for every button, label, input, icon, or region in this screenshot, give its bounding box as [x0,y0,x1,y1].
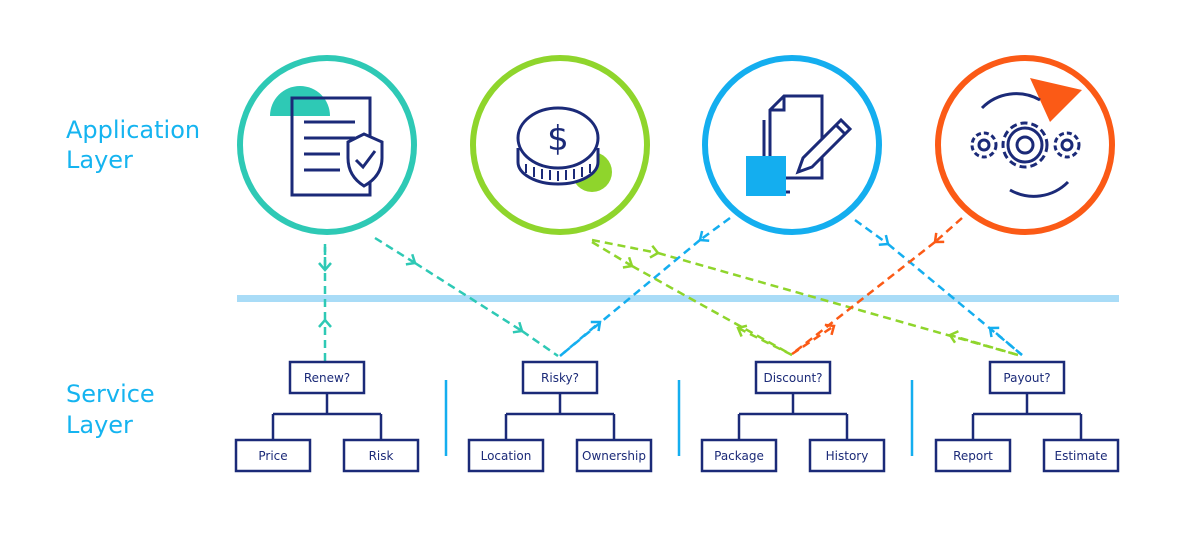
connection-teal-risky [374,236,417,266]
connection-green-discount [631,264,793,357]
application-layer-label: Application Layer [66,116,208,174]
document-pencil-icon [746,94,853,196]
service-child-node[interactable]: Location [467,438,545,473]
service-child-label: Estimate [1054,449,1107,463]
gears-cycle-icon [970,78,1082,198]
service-child-node[interactable]: History [808,438,886,473]
service-question-label: Renew? [304,371,350,385]
connection-green-payout [657,251,1019,357]
connections [318,216,1023,361]
service-child-label: Ownership [582,449,646,463]
connection-green-discount [736,324,793,357]
service-child-label: History [826,449,869,463]
service-layer-label: Service Layer [66,380,162,439]
application-circle-1[interactable] [237,55,417,235]
service-question-label: Discount? [763,371,822,385]
service-child-label: Report [953,449,993,463]
service-child-label: Location [481,449,532,463]
connection-blue-risky [698,216,731,242]
service-question-node[interactable]: Payout? [988,360,1066,395]
connection-orange-discount [791,323,836,356]
service-child-node[interactable]: Report [934,438,1012,473]
application-circle-4[interactable] [935,55,1115,235]
service-question-node[interactable]: Renew? [288,360,366,395]
service-child-node[interactable]: Risk [342,438,420,473]
dollar-coin-icon: $ [516,106,612,192]
service-question-label: Payout? [1003,371,1050,385]
connection-blue-payout [854,218,890,246]
connection-blue-payout [988,326,1023,356]
connection-teal-risky [521,329,559,358]
service-child-label: Price [258,449,287,463]
service-question-node[interactable]: Risky? [521,360,599,395]
connection-green-payout [948,330,1019,357]
connection-green-payout [591,238,660,259]
connection-teal-risky [414,261,524,334]
connection-orange-discount [791,241,936,355]
service-question-node[interactable]: Discount? [754,360,832,395]
service-child-node[interactable]: Ownership [575,438,653,473]
service-child-node[interactable]: Estimate [1042,438,1120,473]
service-tree: Discount? Package History [700,360,886,473]
service-layer: Renew? Price Risk Risky? Location Ownership Di… [234,360,1120,473]
connection-green-discount [591,240,634,269]
service-tree: Payout? Report Estimate [934,360,1120,473]
connection-blue-risky [559,320,602,357]
service-child-label: Risk [369,449,394,463]
service-child-label: Package [714,449,764,463]
layer-divider [237,295,1119,302]
service-question-label: Risky? [541,371,579,385]
service-tree: Renew? Price Risk [234,360,420,473]
connection-orange-discount [933,217,963,244]
connection-blue-risky [559,239,701,357]
service-tree: Risky? Location Ownership [467,360,653,473]
svg-text:$: $ [547,119,569,159]
service-child-node[interactable]: Package [700,438,778,473]
insurance-document-shield-icon [270,86,384,197]
service-child-node[interactable]: Price [234,438,312,473]
